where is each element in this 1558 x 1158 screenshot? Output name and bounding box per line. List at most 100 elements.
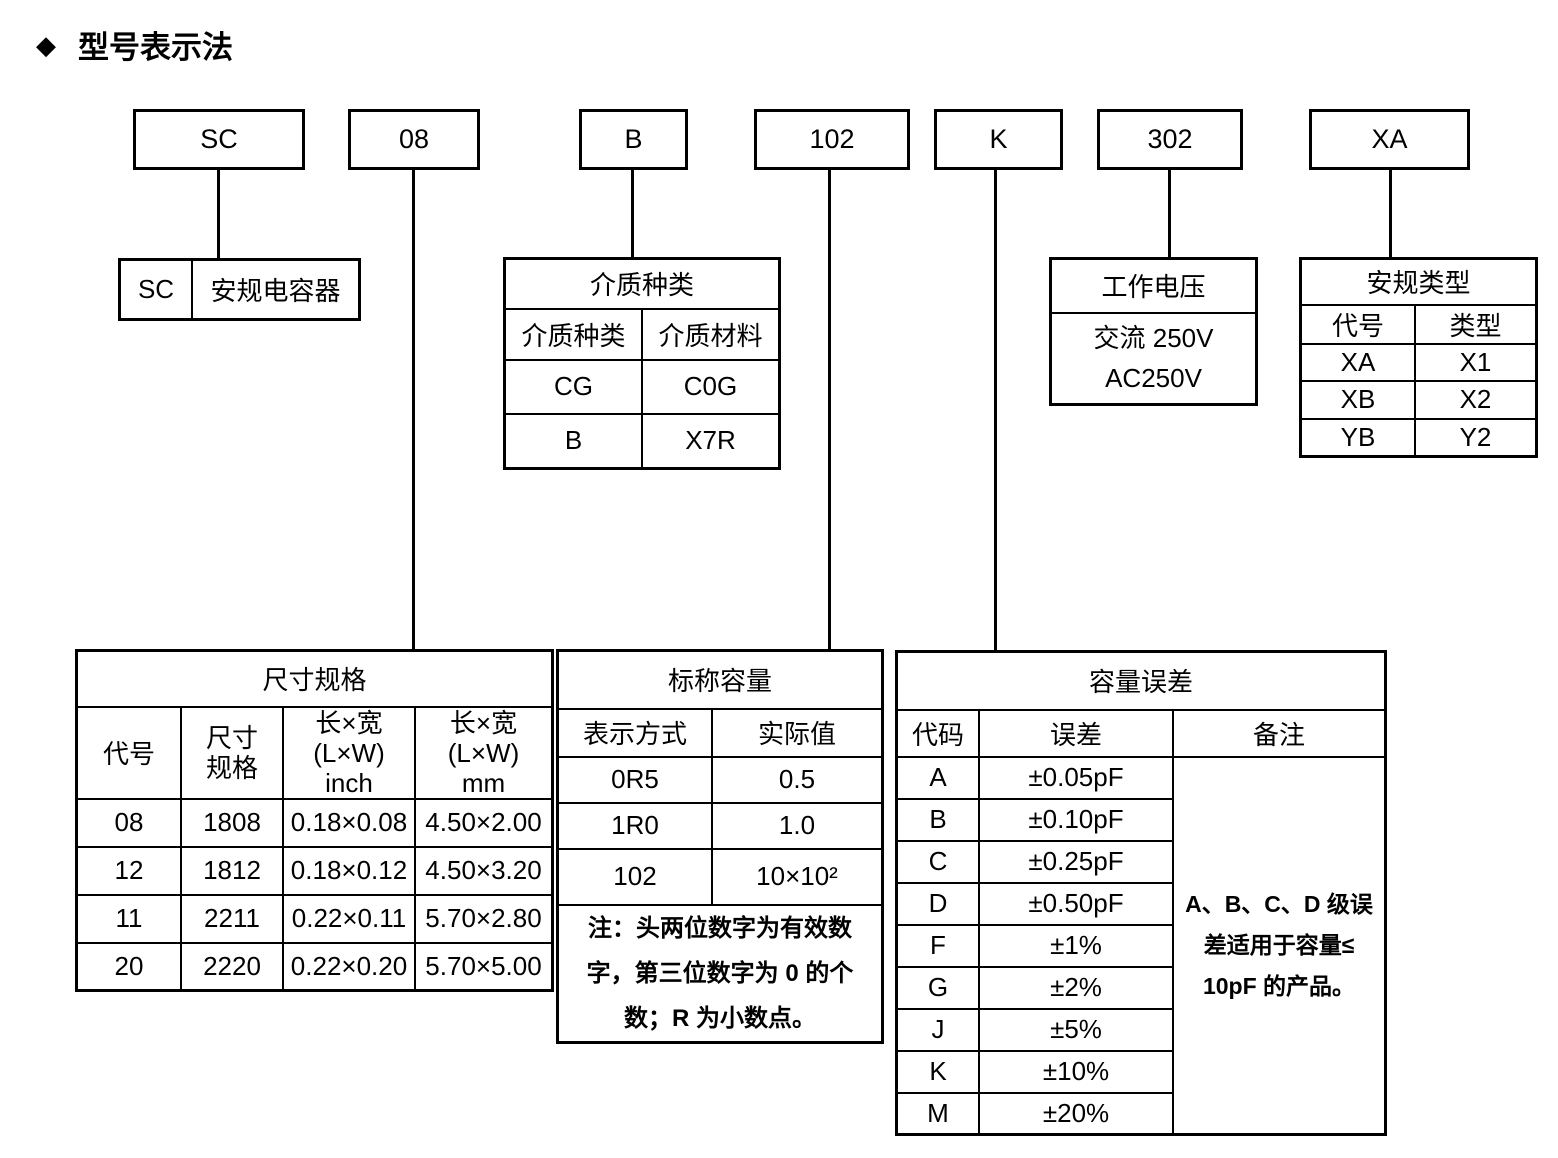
dielectric-table: 介质种类 介质种类 介质材料 CG C0G B X7R: [503, 257, 781, 470]
dielectric-title: 介质种类: [503, 257, 781, 310]
tolerance-cell: ±10%: [978, 1049, 1174, 1094]
size-cell: 5.70×5.00: [414, 941, 554, 992]
tolerance-cell: ±0.25pF: [978, 839, 1174, 884]
connector-line-08: [412, 170, 415, 650]
tolerance-header-code: 代码: [895, 708, 980, 758]
code-box-302: 302: [1097, 109, 1243, 170]
sc-legend-meaning: 安规电容器: [191, 258, 361, 321]
size-cell: 08: [75, 797, 182, 848]
tolerance-cell: ±0.50pF: [978, 881, 1174, 926]
capacitance-cell: 102: [556, 847, 713, 906]
dielectric-header-kind: 介质种类: [503, 307, 643, 361]
tolerance-cell: ±0.10pF: [978, 797, 1174, 842]
capacitance-cell: 1.0: [711, 801, 884, 850]
voltage-table: 工作电压 交流 250V AC250V: [1049, 257, 1258, 406]
safety-type-cell: XA: [1299, 342, 1416, 382]
capacitance-header-actual: 实际值: [711, 707, 884, 758]
size-cell: 5.70×2.80: [414, 893, 554, 944]
size-cell: 20: [75, 941, 182, 992]
size-cell: 2220: [180, 941, 284, 992]
tolerance-header-value: 误差: [978, 708, 1174, 758]
connector-line-sc: [217, 170, 220, 258]
capacitance-cell: 1R0: [556, 801, 713, 850]
tolerance-cell: ±2%: [978, 965, 1174, 1010]
size-cell: 1812: [180, 845, 284, 896]
tolerance-cell: J: [895, 1007, 980, 1052]
tolerance-cell: M: [895, 1091, 980, 1136]
capacitance-table: 标称容量 表示方式 实际值 0R5 0.5 1R0 1.0 102 10×10²…: [556, 649, 884, 1044]
size-table: 尺寸规格 代号 尺寸 规格 长×宽 (L×W) inch 长×宽 (L×W) m…: [75, 649, 554, 992]
voltage-value: 交流 250V AC250V: [1049, 311, 1258, 406]
tolerance-cell: ±1%: [978, 923, 1174, 968]
connector-line-302: [1168, 170, 1171, 257]
dielectric-cell: B: [503, 412, 643, 470]
tolerance-cell: ±0.05pF: [978, 755, 1174, 800]
tolerance-cell: ±5%: [978, 1007, 1174, 1052]
connector-line-b: [631, 170, 634, 258]
sc-legend-code: SC: [118, 258, 193, 321]
diamond-bullet-icon: ◆: [36, 29, 56, 60]
capacitance-title: 标称容量: [556, 649, 884, 710]
voltage-value-line1: 交流 250V: [1093, 323, 1214, 354]
size-cell: 0.22×0.20: [282, 941, 416, 992]
size-header-code: 代号: [75, 705, 182, 800]
dielectric-cell: C0G: [641, 358, 781, 415]
dielectric-cell: X7R: [641, 412, 781, 470]
size-cell: 4.50×3.20: [414, 845, 554, 896]
capacitance-header-notation: 表示方式: [556, 707, 713, 758]
capacitance-cell: 0.5: [711, 755, 884, 804]
capacitance-note: 注：头两位数字为有效数 字，第三位数字为 0 的个 数；R 为小数点。: [556, 903, 884, 1043]
page-title-text: 型号表示法: [78, 30, 233, 65]
size-cell: 0.18×0.12: [282, 845, 416, 896]
size-title: 尺寸规格: [75, 649, 554, 708]
tolerance-cell: B: [895, 797, 980, 842]
tolerance-cell: D: [895, 881, 980, 926]
safety-type-header-code: 代号: [1299, 303, 1416, 345]
tolerance-table: 容量误差 代码 误差 备注 A ±0.05pF A、B、C、D 级误 差适用于容…: [895, 650, 1387, 1136]
safety-type-cell: XB: [1299, 379, 1416, 420]
tolerance-cell: ±20%: [978, 1091, 1174, 1136]
tolerance-remark: A、B、C、D 级误 差适用于容量≤ 10pF 的产品。: [1172, 755, 1387, 1136]
size-cell: 4.50×2.00: [414, 797, 554, 848]
voltage-value-line2: AC250V: [1105, 363, 1202, 394]
size-cell: 11: [75, 893, 182, 944]
code-box-xa: XA: [1309, 109, 1470, 170]
tolerance-cell: F: [895, 923, 980, 968]
tolerance-cell: A: [895, 755, 980, 800]
sc-legend-table: SC 安规电容器: [118, 258, 361, 321]
code-box-102: 102: [754, 109, 910, 170]
safety-type-header-type: 类型: [1414, 303, 1538, 345]
safety-type-cell: Y2: [1414, 417, 1538, 458]
size-header-mm: 长×宽 (L×W) mm: [414, 705, 554, 800]
dielectric-header-material: 介质材料: [641, 307, 781, 361]
tolerance-cell: G: [895, 965, 980, 1010]
size-cell: 12: [75, 845, 182, 896]
connector-line-k: [994, 170, 997, 650]
safety-type-title: 安规类型: [1299, 257, 1538, 306]
size-cell: 2211: [180, 893, 284, 944]
size-cell: 0.22×0.11: [282, 893, 416, 944]
tolerance-header-remark: 备注: [1172, 708, 1387, 758]
size-cell: 1808: [180, 797, 284, 848]
capacitance-cell: 10×10²: [711, 847, 884, 906]
tolerance-title: 容量误差: [895, 650, 1387, 711]
code-box-08: 08: [348, 109, 480, 170]
dielectric-cell: CG: [503, 358, 643, 415]
size-cell: 0.18×0.08: [282, 797, 416, 848]
capacitance-cell: 0R5: [556, 755, 713, 804]
size-header-inch: 长×宽 (L×W) inch: [282, 705, 416, 800]
safety-type-cell: X2: [1414, 379, 1538, 420]
voltage-title: 工作电压: [1049, 257, 1258, 314]
safety-type-cell: YB: [1299, 417, 1416, 458]
tolerance-cell: K: [895, 1049, 980, 1094]
connector-line-102: [828, 170, 831, 650]
code-box-b: B: [579, 109, 688, 170]
tolerance-cell: C: [895, 839, 980, 884]
size-header-spec: 尺寸 规格: [180, 705, 284, 800]
safety-type-cell: X1: [1414, 342, 1538, 382]
connector-line-xa: [1389, 170, 1392, 257]
page-title: ◆ 型号表示法: [36, 22, 233, 67]
safety-type-table: 安规类型 代号 类型 XA X1 XB X2 YB Y2: [1299, 257, 1538, 458]
code-box-k: K: [934, 109, 1063, 170]
